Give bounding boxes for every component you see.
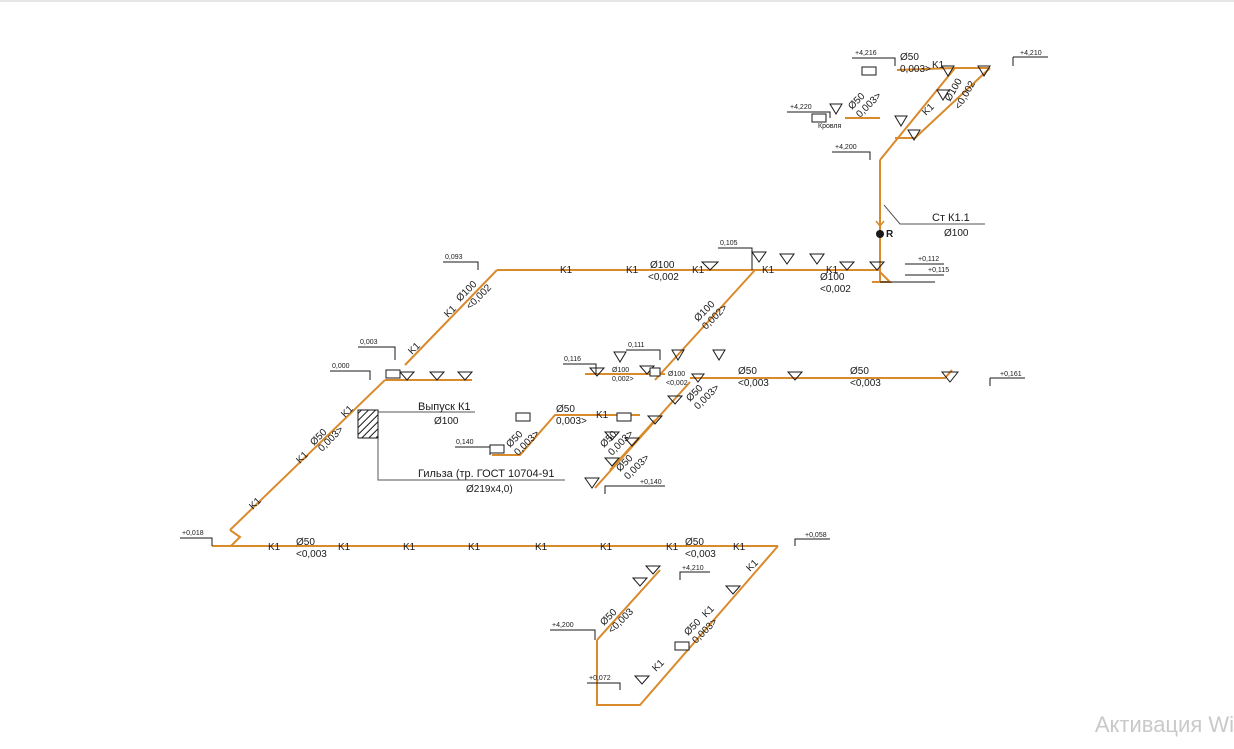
riser-mark: R (886, 229, 894, 240)
cleanouts (385, 66, 877, 651)
slope-label: 0,003> (900, 64, 931, 75)
riser-label: Ст К1.1 (932, 212, 970, 224)
level-mark: +0,140 (640, 479, 662, 486)
level-mark: +0,072 (589, 675, 611, 682)
pipe-roof-top-horizontal (896, 67, 956, 71)
level-mark: +0,115 (928, 267, 949, 274)
slope-label: 0,003> (556, 416, 587, 427)
level-mark: +4,210 (682, 565, 704, 572)
pipe-lower-diagonal-2 (596, 569, 661, 641)
dia-label: Ø100 (668, 371, 685, 378)
labels: K1 K1 K1 K1 K1 K1 K1 K1 Ø50 <0,003 Ø50 <… (182, 50, 1042, 682)
k1-label: K1 (294, 449, 311, 466)
k1-label: K1 (650, 657, 667, 674)
level-mark: +4,216 (855, 50, 877, 57)
k1-label: K1 (338, 542, 351, 553)
pipe-right-horizontal (690, 369, 953, 379)
k1-label: K1 (600, 542, 613, 553)
k1-label: K1 (403, 542, 416, 553)
k1-label: K1 (733, 542, 746, 553)
level-mark: +0,058 (805, 532, 827, 539)
k1-label: K1 (596, 410, 609, 421)
pipe-branch-left-middle (492, 414, 640, 456)
level-mark: +0,018 (182, 530, 204, 537)
slope-label: <0,003 (685, 549, 716, 560)
top-border (0, 0, 1234, 2)
pipe-diagonal-middle (654, 269, 756, 381)
slope-label: 0,002> (612, 376, 634, 383)
dia-label: Ø50 (685, 537, 704, 548)
fixtures (398, 65, 991, 685)
level-mark: 0,003 (360, 339, 378, 346)
level-mark: 0,000 (332, 363, 350, 370)
dia-label: Ø100 (612, 367, 629, 374)
dia-label: Ø50 (850, 366, 869, 377)
level-mark: 0,111 (628, 342, 645, 349)
k1-label: K1 (339, 403, 356, 420)
riser-marker (875, 220, 885, 238)
riser-dia: Ø100 (944, 228, 969, 239)
dia-label: Ø100 (650, 260, 675, 271)
k1-label: K1 (744, 557, 761, 574)
dia-label: Ø50 (900, 52, 919, 63)
sleeve-size: Ø219х4,0) (466, 484, 513, 495)
k1-label: K1 (762, 265, 775, 276)
pipe-diagonal-left (229, 379, 386, 531)
level-mark: +4,220 (790, 104, 812, 111)
level-mark: +4,200 (552, 622, 574, 629)
activation-watermark: Активация Wi (1094, 712, 1234, 737)
pipe-lower-right-diagonal (596, 545, 779, 706)
level-mark: Кровля (818, 123, 842, 130)
k1-label: K1 (406, 340, 423, 357)
dia-label: Ø50 (296, 537, 315, 548)
k1-label: K1 (535, 542, 548, 553)
pipe-diagonal-upper-left (404, 269, 498, 366)
k1-label: K1 (442, 303, 459, 320)
level-mark: +4,200 (835, 144, 857, 151)
k1-label: K1 (560, 265, 573, 276)
k1-label: K1 (666, 542, 679, 553)
slope-label: <0,002 (666, 380, 688, 387)
k1-label: K1 (920, 101, 937, 118)
sleeve-block (357, 409, 379, 439)
dia-label: Ø50 (556, 404, 575, 415)
annotation-lines (180, 56, 1048, 690)
pipe-roof-upper (879, 67, 990, 161)
k1-label: K1 (692, 265, 705, 276)
outlet-label: Выпуск К1 (418, 401, 470, 413)
k1-label: K1 (268, 542, 281, 553)
slope-label: <0,002 (648, 272, 679, 283)
level-mark: 0,105 (720, 240, 738, 247)
k1-label: K1 (468, 542, 481, 553)
level-mark: +0,161 (1000, 371, 1022, 378)
slope-label: <0,002 (820, 284, 851, 295)
dia-label: Ø100 (820, 272, 845, 283)
pipe-roof-right-diagonal (895, 67, 991, 139)
slope-label: <0,003 (850, 378, 881, 389)
level-mark: 0,116 (564, 356, 581, 363)
k1-label: K1 (826, 265, 839, 276)
level-mark: +4,210 (1020, 50, 1042, 57)
slope-label: <0,003 (296, 549, 327, 560)
pipe-left-start (212, 529, 242, 547)
dia-label: Ø50 (738, 366, 757, 377)
outlet-dia: Ø100 (434, 416, 459, 427)
level-mark: +0,112 (918, 256, 939, 263)
k1-label: K1 (626, 265, 639, 276)
level-mark: 0,140 (456, 439, 474, 446)
level-mark: 0,093 (445, 254, 463, 261)
sleeve-label: Гильза (тр. ГОСТ 10704-91 (418, 468, 555, 480)
k1-label: K1 (932, 60, 945, 71)
slope-label: <0,003 (738, 378, 769, 389)
